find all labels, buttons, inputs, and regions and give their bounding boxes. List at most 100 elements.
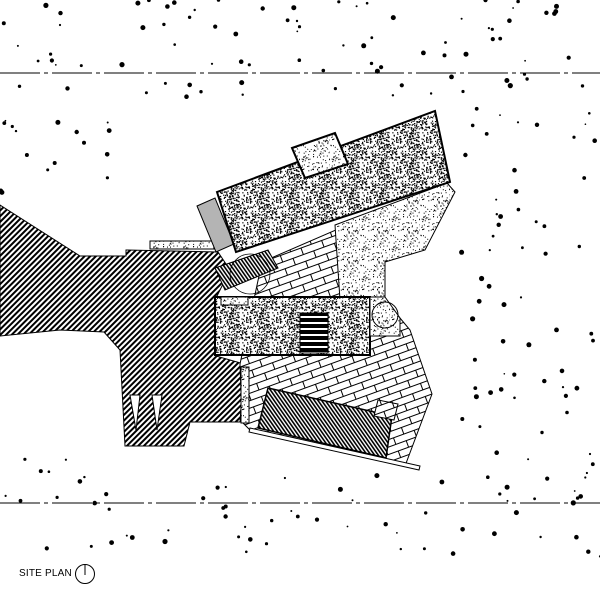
landscape-dot <box>399 83 404 88</box>
landscape-dot <box>321 68 326 73</box>
landscape-dot <box>92 500 97 506</box>
landscape-dot <box>444 41 447 44</box>
landscape-dot <box>592 138 597 143</box>
landscape-dot <box>544 10 549 15</box>
landscape-dot <box>64 458 67 461</box>
landscape-dot <box>55 495 59 499</box>
landscape-dot <box>554 327 559 333</box>
landscape-dot <box>470 316 476 322</box>
landscape-dot <box>442 53 447 58</box>
landscape-dot <box>296 30 299 33</box>
landscape-dot <box>573 490 576 492</box>
side-wall <box>240 366 250 424</box>
landscape-dot <box>285 18 290 23</box>
landscape-dot <box>526 342 532 348</box>
landscape-dot <box>187 82 192 88</box>
terrace <box>369 296 401 337</box>
landscape-dot <box>588 452 592 456</box>
landscape-dot <box>540 430 544 435</box>
landscape-dot <box>337 486 343 492</box>
landscape-dot <box>241 93 244 96</box>
landscape-dot <box>470 123 475 128</box>
landscape-dot <box>499 114 501 116</box>
landscape-dot <box>140 25 146 31</box>
landscape-dot <box>585 471 589 475</box>
landscape-dot <box>396 532 398 534</box>
landscape-dot <box>24 153 29 157</box>
landscape-dot <box>237 535 241 539</box>
landscape-dot <box>248 537 253 542</box>
landscape-dot <box>539 535 542 539</box>
landscape-dot <box>498 387 504 392</box>
landscape-dot <box>494 450 500 456</box>
landscape-dot <box>495 213 498 216</box>
landscape-dot <box>193 8 196 12</box>
landscape-dot <box>460 527 465 532</box>
landscape-dot <box>504 78 510 83</box>
landscape-dot <box>187 15 192 19</box>
landscape-dot <box>534 122 540 128</box>
landscape-dot <box>54 64 57 66</box>
landscape-dot <box>390 15 396 21</box>
landscape-dot <box>498 492 502 496</box>
landscape-dot <box>570 500 576 506</box>
landscape-dot <box>337 0 341 4</box>
landscape-dot <box>476 298 482 304</box>
landscape-dot <box>577 244 581 249</box>
landscape-dot <box>167 529 170 532</box>
landscape-dot <box>369 61 374 66</box>
landscape-dot <box>516 0 520 4</box>
landscape-dot <box>106 121 109 124</box>
landscape-dot <box>383 522 388 527</box>
landscape-dot <box>486 475 490 480</box>
landscape-dot <box>77 479 83 484</box>
landscape-dot <box>439 479 445 485</box>
landscape-dot <box>4 119 7 122</box>
landscape-dot <box>591 338 595 343</box>
landscape-dot <box>125 534 128 537</box>
landscape-dot <box>46 168 50 172</box>
landscape-dot <box>58 10 63 16</box>
landscape-dot <box>545 476 550 481</box>
landscape-dot <box>513 510 519 516</box>
landscape-dot <box>501 302 507 308</box>
landscape-dot <box>563 393 569 398</box>
landscape-dot <box>572 135 576 139</box>
landscape-dot <box>361 43 367 49</box>
main-roof <box>215 109 452 254</box>
landscape-dot <box>374 473 380 479</box>
landscape-dot <box>473 394 479 400</box>
entry-stairs <box>214 249 279 295</box>
low-wall <box>149 240 215 250</box>
roof-skylight <box>290 131 350 180</box>
landscape-dot <box>355 5 358 8</box>
landscape-dot <box>247 63 251 67</box>
landscape-dot <box>333 87 337 91</box>
landscape-dot <box>144 91 148 95</box>
landscape-dot <box>104 492 109 497</box>
landscape-dot <box>342 44 345 47</box>
landscape-dot <box>49 52 53 56</box>
landscape-dot <box>513 189 519 194</box>
landscape-dot <box>162 22 166 27</box>
landscape-dot <box>473 386 478 390</box>
landscape-dot <box>107 507 111 511</box>
landscape-dot <box>484 132 489 136</box>
landscape-dot <box>559 368 565 374</box>
landscape-dot <box>391 94 395 97</box>
landscape-dot <box>521 246 524 250</box>
landscape-dot <box>89 544 93 548</box>
landscape-dot <box>295 514 300 519</box>
landscape-dot <box>270 518 274 523</box>
garage-steps <box>373 399 399 421</box>
landscape-dot <box>245 550 248 554</box>
landscape-dot <box>215 485 220 490</box>
landscape-dot <box>82 140 86 145</box>
landscape-dot <box>173 43 176 46</box>
landscape-dot <box>18 498 23 503</box>
landscape-dot <box>244 525 247 529</box>
landscape-dot <box>295 19 299 23</box>
landscape-dot <box>55 119 61 125</box>
pavilion-roof <box>214 296 371 356</box>
